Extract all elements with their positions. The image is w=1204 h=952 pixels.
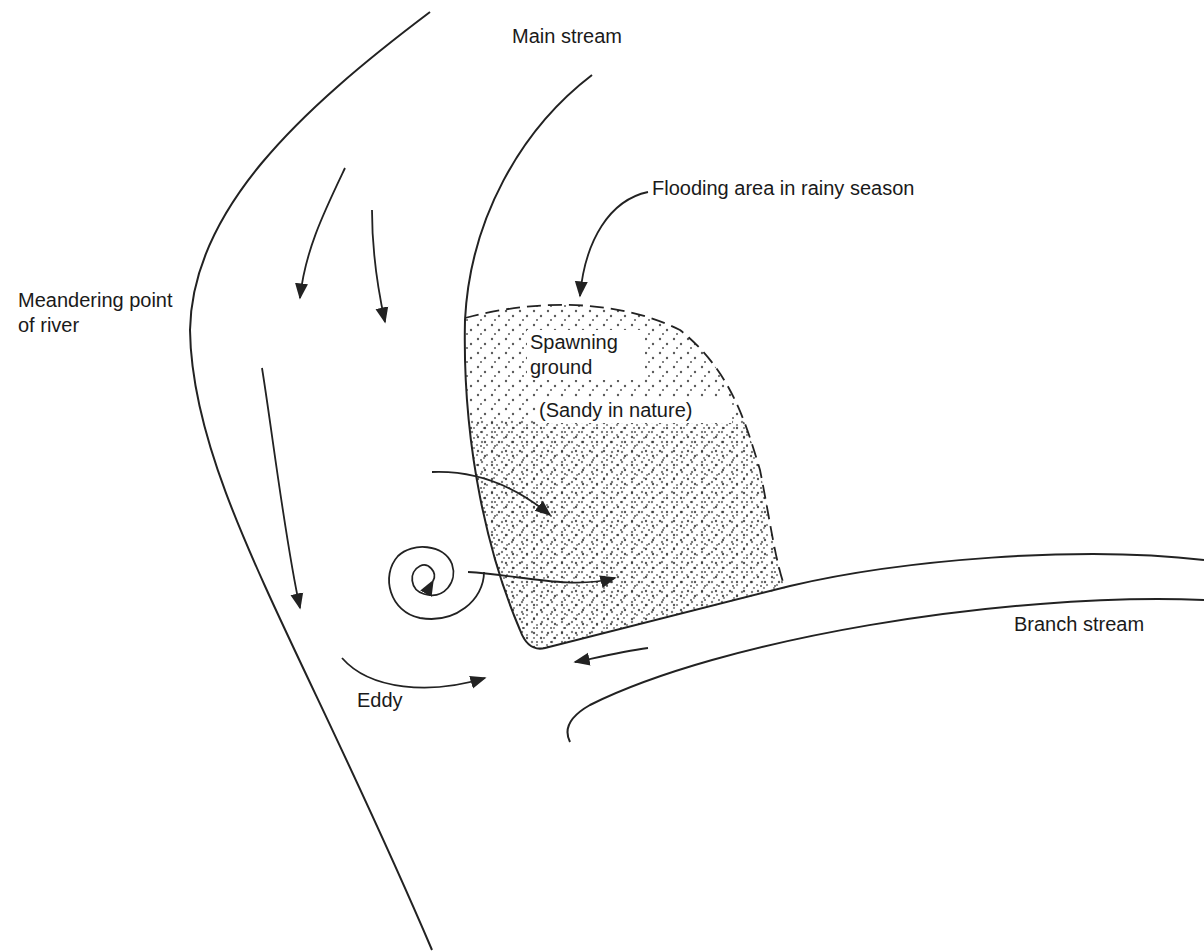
flow-arrows [262, 168, 648, 688]
stream-label: Main stream [512, 24, 692, 49]
flood-boundary [465, 305, 785, 588]
meander-label: Meandering point of river [18, 288, 178, 338]
spawning-label: Spawning ground [527, 330, 645, 380]
sand-label: (Sandy in nature) [536, 398, 732, 423]
sand-stipple [465, 305, 785, 649]
branch-label: Branch stream [1014, 612, 1184, 637]
river-banks [190, 12, 1204, 950]
eddy-spiral [389, 547, 484, 619]
eddy-label: Eddy [357, 688, 437, 713]
flood-label: Flooding area in rainy season [652, 176, 992, 201]
